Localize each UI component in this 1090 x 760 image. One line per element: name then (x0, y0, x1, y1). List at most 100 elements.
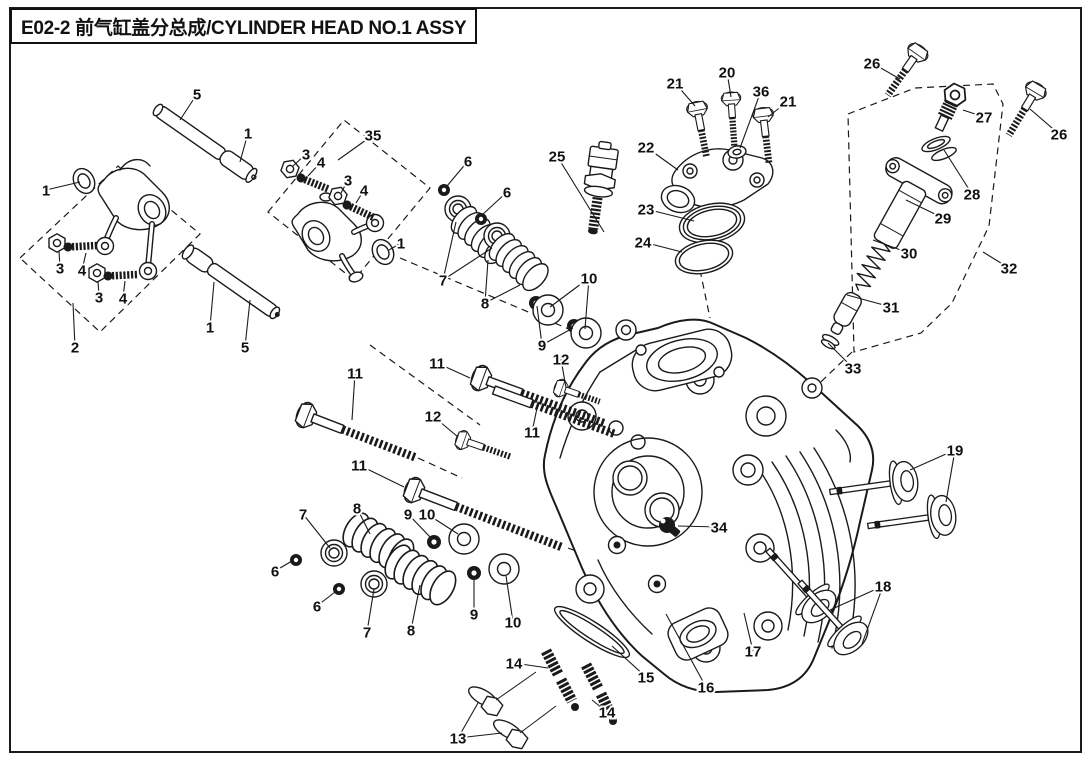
callout-1: 1 (397, 236, 405, 253)
assembly-outline-rocker-left (19, 165, 201, 333)
part-temp-sensor (583, 140, 619, 235)
part-spark-plug (659, 517, 681, 537)
part-o-ring-thin (674, 239, 734, 275)
part-adjuster-screw (342, 200, 376, 222)
callout-8: 8 (481, 296, 489, 313)
part-spring-seat (320, 539, 348, 567)
callout-11: 11 (347, 366, 363, 383)
callout-10: 10 (419, 507, 436, 524)
callout-24: 24 (635, 235, 652, 252)
callout-1: 1 (42, 183, 50, 200)
callout-25: 25 (549, 149, 566, 166)
part-bolt-20 (720, 90, 742, 147)
callout-5: 5 (241, 340, 249, 357)
callout-12: 12 (553, 352, 570, 369)
callout-6: 6 (313, 599, 321, 616)
callout-5: 5 (193, 87, 201, 104)
callout-9: 9 (538, 338, 546, 355)
callout-11: 11 (429, 356, 445, 373)
callout-8: 8 (353, 501, 361, 518)
part-o-ring-thick (678, 202, 746, 244)
callout-9: 9 (404, 507, 412, 524)
callout-10: 10 (581, 271, 598, 288)
callout-leader-lines (45, 62, 1060, 739)
callout-6: 6 (503, 185, 511, 202)
callout-21: 21 (780, 94, 797, 111)
part-valve-seal (438, 184, 450, 196)
callout-4: 4 (78, 263, 87, 280)
callout-3: 3 (302, 147, 310, 164)
part-tensioner-bolt-26 (884, 39, 932, 98)
callout-18: 18 (875, 579, 892, 596)
callout-31: 31 (883, 300, 900, 317)
part-tensioner-cap-bolt (934, 80, 971, 132)
callout-30: 30 (901, 246, 918, 263)
part-bolt-21 (685, 99, 710, 158)
part-cylinder-head (542, 318, 875, 693)
callout-9: 9 (470, 607, 478, 624)
callout-15: 15 (638, 670, 655, 687)
part-adjuster-screw (296, 173, 331, 193)
callout-22: 22 (638, 140, 655, 157)
part-valve-seal (290, 554, 302, 566)
callout-26: 26 (864, 56, 881, 73)
callout-4: 4 (360, 183, 369, 200)
part-bolt-21 (751, 105, 775, 164)
part-water-outlet-housing (660, 148, 774, 214)
part-stud-14 (541, 648, 579, 711)
callout-7: 7 (439, 273, 447, 290)
callout-3: 3 (95, 290, 103, 307)
callout-14: 14 (506, 656, 523, 673)
assembly-outline-tensioner (847, 83, 1004, 353)
part-adjuster-screw (103, 270, 139, 281)
callout-17: 17 (745, 644, 762, 661)
part-spring-retainer (427, 535, 441, 549)
part-spring-washer (448, 523, 480, 555)
part-rocker-arm-assy-right (278, 156, 399, 283)
part-adjuster-screw (63, 241, 99, 252)
callout-3: 3 (56, 261, 64, 278)
part-tensioner-washer-28 (921, 135, 957, 162)
callout-7: 7 (299, 507, 307, 524)
callout-4: 4 (119, 291, 128, 308)
part-plate-15 (553, 605, 631, 659)
callout-34: 34 (711, 520, 728, 537)
callout-1: 1 (244, 126, 252, 143)
part-valve-seal (333, 583, 345, 595)
part-adjuster-nut (88, 263, 106, 283)
callout-6: 6 (464, 154, 472, 171)
callout-7: 7 (363, 625, 371, 642)
callout-21: 21 (667, 76, 684, 93)
callout-23: 23 (638, 202, 655, 219)
part-rocker-arm-assy-left (48, 159, 170, 283)
callout-26: 26 (1051, 127, 1068, 144)
part-washer-36 (727, 145, 747, 159)
part-flange-bolt-13 (468, 671, 537, 717)
part-spring-retainer (467, 566, 481, 580)
callout-6: 6 (271, 564, 279, 581)
callout-36: 36 (753, 84, 770, 101)
page-title: E02-2 前气缸盖分总成/CYLINDER HEAD NO.1 ASSY (10, 8, 478, 44)
part-small-bolt-12 (551, 377, 601, 405)
callout-2: 2 (71, 340, 79, 357)
callout-3: 3 (344, 173, 352, 190)
part-flange-bolt-13 (493, 705, 557, 750)
callout-19: 19 (947, 443, 964, 460)
callout-13: 13 (450, 731, 467, 748)
callout-32: 32 (1001, 261, 1018, 278)
part-adjuster-nut (48, 233, 66, 253)
part-stud-14 (581, 662, 617, 725)
callout-29: 29 (935, 211, 952, 228)
callout-1: 1 (206, 320, 214, 337)
callout-8: 8 (407, 623, 415, 640)
callout-4: 4 (317, 155, 326, 172)
callout-12: 12 (425, 409, 442, 426)
callout-11: 11 (351, 458, 367, 475)
part-tensioner-bolt-26 (1005, 77, 1050, 138)
callout-28: 28 (964, 187, 981, 204)
part-head-bolt-11 (400, 474, 564, 552)
callout-16: 16 (698, 680, 715, 697)
part-rocker-shaft-lower (181, 244, 281, 320)
